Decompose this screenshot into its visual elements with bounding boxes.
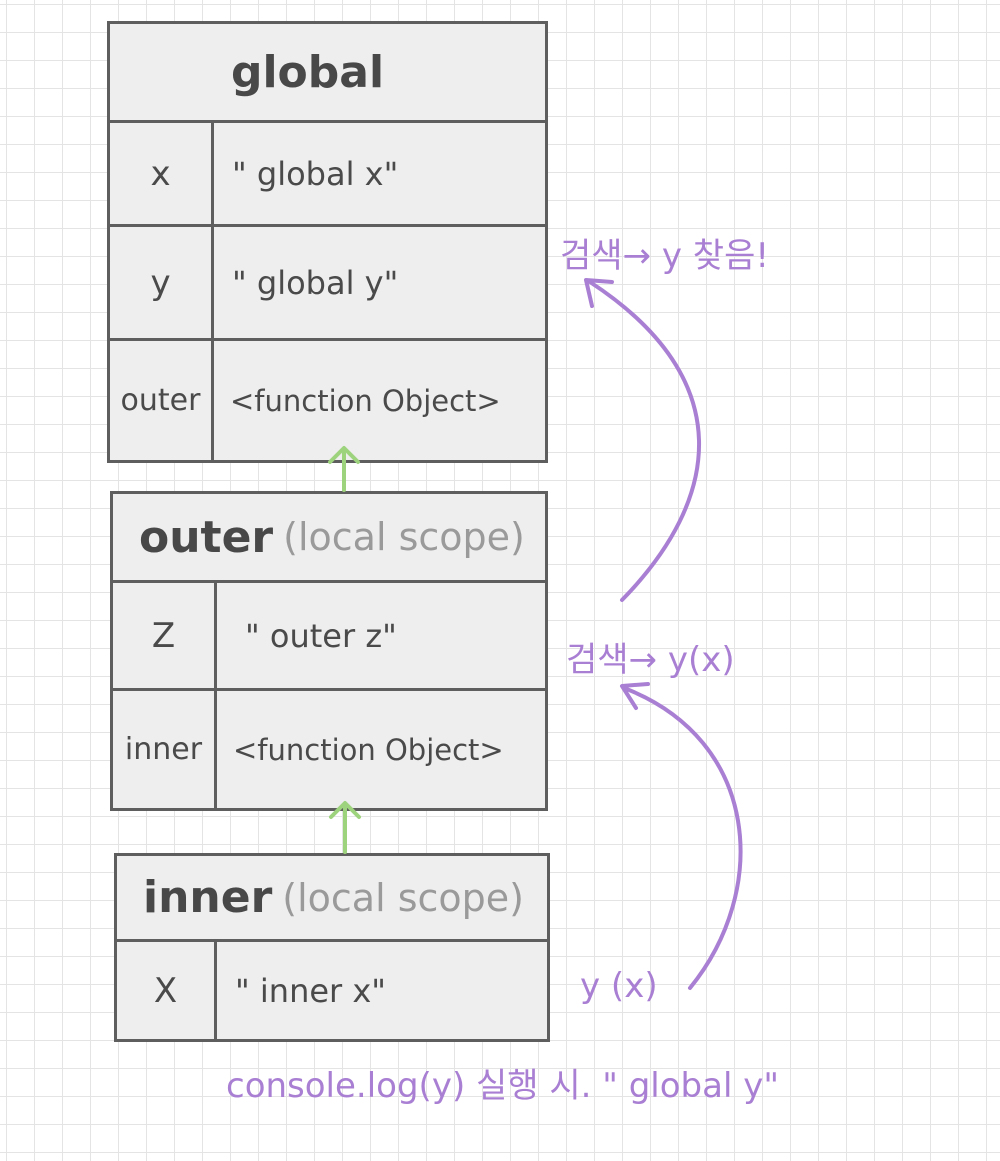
outer-key-inner: inner	[113, 691, 217, 808]
outer-key-z: Z	[113, 583, 217, 688]
outer-row-inner: inner <function Object>	[113, 691, 545, 808]
inner-scope-title: inner	[143, 872, 273, 923]
global-row-y: y " global y"	[110, 227, 545, 341]
inner-key-x: X	[117, 942, 217, 1039]
global-key-y: y	[110, 227, 214, 338]
search-arrow-outer-to-global	[584, 278, 702, 602]
global-row-x: x " global x"	[110, 123, 545, 227]
inner-scope-title-bar: inner (local scope)	[117, 856, 547, 942]
outer-scope-subtitle: (local scope)	[283, 515, 525, 559]
outer-scope-box: outer (local scope) Z " outer z" inner <…	[110, 491, 548, 811]
outer-row-z: Z " outer z"	[113, 583, 545, 691]
outer-scope-title-bar: outer (local scope)	[113, 494, 545, 583]
inner-value-x: " inner x"	[235, 971, 387, 1010]
global-key-outer: outer	[110, 341, 214, 460]
global-scope-title-bar: global	[110, 24, 545, 123]
outer-value-inner: <function Object>	[233, 732, 504, 767]
outer-value-z: " outer z"	[245, 616, 397, 655]
global-key-x: x	[110, 123, 214, 224]
annotation-search-outer: 검색→ y(x)	[566, 640, 735, 680]
global-scope-box: global x " global x" y " global y" outer…	[107, 21, 548, 463]
inner-scope-subtitle: (local scope)	[282, 875, 524, 920]
global-row-outer: outer <function Object>	[110, 341, 545, 460]
global-value-y: " global y"	[232, 263, 399, 302]
global-value-outer: <function Object>	[230, 383, 501, 418]
global-scope-title: global	[230, 46, 385, 98]
outer-scope-title: outer	[139, 511, 274, 563]
annotation-result: console.log(y) 실행 시. " global y"	[226, 1066, 779, 1106]
global-value-x: " global x"	[232, 154, 399, 193]
inner-scope-box: inner (local scope) X " inner x"	[114, 853, 550, 1042]
annotation-start-lookup: y (x)	[580, 966, 658, 1006]
inner-row-x: X " inner x"	[117, 942, 547, 1039]
search-arrow-inner-to-outer	[620, 682, 743, 990]
annotation-search-found: 검색→ y 찾음!	[560, 236, 769, 276]
